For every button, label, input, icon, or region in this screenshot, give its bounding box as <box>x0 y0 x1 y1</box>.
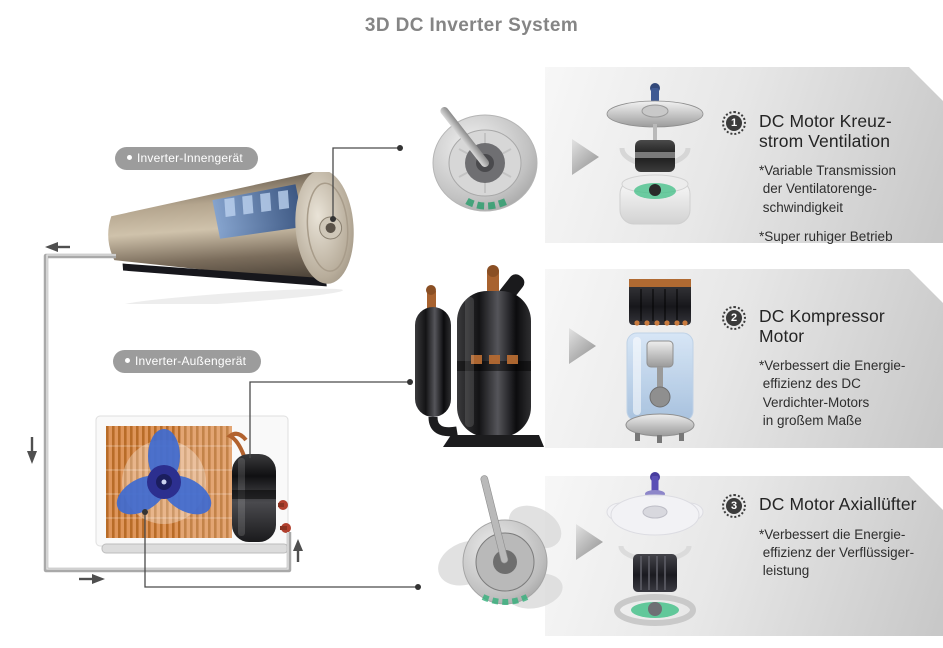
flow-arrow-right-icon <box>79 574 105 584</box>
axial-fan-motor-exploded-image <box>605 470 705 630</box>
flow-arrow-left-icon <box>45 242 70 252</box>
compressor-photo <box>405 265 545 455</box>
page-title: 3D DC Inverter System <box>364 15 579 36</box>
feature-3-text: 3 DC Motor Axiallüfter *Verbessert die E… <box>722 494 940 580</box>
feature-2-number-badge: 2 <box>722 306 746 330</box>
feature-1-heading: DC Motor Kreuz- strom Ventilation <box>759 111 892 151</box>
outdoor-unit-image <box>82 412 302 562</box>
axial-fan-motor-photo <box>435 465 570 625</box>
feature-3-note: *Verbessert die Energie- effizienz der V… <box>759 526 915 579</box>
feature-1-note: *Super ruhiger Betrieb <box>759 228 893 244</box>
bullet-dot-icon <box>127 155 132 161</box>
feature-1-text: 1 DC Motor Kreuz- strom Ventilation *Var… <box>722 111 937 246</box>
feature-2-note: *Verbessert die Energie- effizienz des D… <box>759 358 906 428</box>
feature-2-heading: DC Kompressor Motor <box>759 306 885 346</box>
fan-motor-photo <box>415 85 550 220</box>
feature-panel-2 <box>545 269 943 448</box>
feature-3-heading: DC Motor Axiallüfter <box>759 494 917 514</box>
feature-1-number-badge: 1 <box>722 111 746 135</box>
compressor-motor-exploded-image <box>615 275 707 445</box>
feature-1-note: *Variable Transmission der Ventilatoreng… <box>759 163 897 215</box>
feature-3-number-badge: 3 <box>722 494 746 518</box>
fan-motor-exploded-image <box>598 82 716 237</box>
bullet-dot-icon <box>125 358 130 364</box>
feature-2-text: 2 DC Kompressor Motor *Verbessert die En… <box>722 306 937 430</box>
flow-arrow-down-icon <box>27 437 37 464</box>
feature-panel-1 <box>545 67 943 243</box>
indoor-unit-label: Inverter-Innengerät <box>115 147 258 170</box>
indoor-unit-image <box>95 172 365 304</box>
outdoor-unit-label: Inverter-Außengerät <box>113 350 262 373</box>
